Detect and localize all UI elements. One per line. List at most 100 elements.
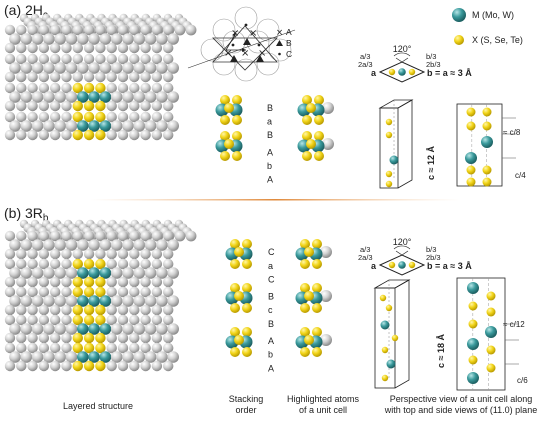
chalcogen-atom xyxy=(242,327,252,337)
metal-atom xyxy=(467,282,479,294)
lattice-atom xyxy=(38,248,50,260)
svg-text:×: × xyxy=(241,48,249,59)
lattice-atom xyxy=(83,71,95,83)
lattice-atom xyxy=(151,276,163,288)
chalcogen-atom xyxy=(72,286,84,298)
lattice-atom xyxy=(122,295,134,307)
lattice-atom xyxy=(140,129,151,141)
lattice-atom xyxy=(117,230,129,242)
side-cell-frame xyxy=(456,103,503,187)
lattice-atom xyxy=(122,351,134,363)
lattice-atom xyxy=(4,360,16,372)
site-circle xyxy=(234,58,258,82)
lattice-atom xyxy=(151,129,163,141)
stacking-letter: B xyxy=(268,291,274,301)
lattice-atom xyxy=(50,332,61,344)
lattice-atom xyxy=(4,53,16,65)
lattice-atom xyxy=(61,342,72,354)
lattice-atom xyxy=(20,33,33,45)
lattice-atom xyxy=(27,360,38,372)
lattice-atom xyxy=(144,62,157,74)
lattice-atom xyxy=(50,71,61,83)
lattice-atom xyxy=(163,111,174,123)
lattice-atom xyxy=(106,332,117,344)
angle-leg xyxy=(401,250,409,256)
lattice-atom xyxy=(117,100,129,112)
lattice-atom xyxy=(27,230,38,242)
lattice-atom xyxy=(122,267,134,279)
stacking-order-2h xyxy=(215,95,243,161)
stacking-letter: A xyxy=(267,148,273,158)
chalcogen-atom xyxy=(482,165,492,175)
angle-leg xyxy=(395,57,403,63)
chalcogen-atom xyxy=(72,360,84,372)
lattice-atom xyxy=(4,42,16,54)
lattice-atom xyxy=(77,62,89,74)
lattice-atom xyxy=(16,71,27,83)
lattice-atom xyxy=(31,91,44,103)
lattice-atom xyxy=(167,62,179,74)
lattice-atom xyxy=(163,82,174,94)
metal-atom xyxy=(77,120,89,132)
lattice-atom xyxy=(106,360,117,372)
lattice-atom xyxy=(38,71,50,83)
chalcogen-atom xyxy=(83,276,95,288)
cell-front-face xyxy=(379,107,399,189)
lattice-atom xyxy=(151,248,163,260)
lattice-atom xyxy=(110,62,123,74)
chalcogen-atom xyxy=(300,347,310,357)
lattice-atom xyxy=(144,91,157,103)
lattice-atom xyxy=(129,314,140,326)
site-circle xyxy=(200,38,224,62)
lattice-atom xyxy=(16,129,27,141)
lattice-atom xyxy=(163,342,174,354)
lattice-atom xyxy=(83,248,95,260)
lattice-atom xyxy=(61,100,72,112)
lattice-atom xyxy=(95,230,106,242)
lattice-atom xyxy=(16,82,27,94)
legend-chalcogen-label: X (S, Se, Te) xyxy=(472,35,523,45)
chalcogen-atom xyxy=(95,100,106,112)
lattice-atom xyxy=(129,24,140,36)
lattice-atom xyxy=(140,360,151,372)
chalcogen-atom xyxy=(468,355,478,365)
lattice-atom xyxy=(106,71,117,83)
lattice-atom xyxy=(156,239,168,251)
lattice-atom xyxy=(163,42,174,54)
caption-stacking-1: Stacking xyxy=(229,394,264,404)
lattice-atom xyxy=(151,24,163,36)
chalcogen-atom xyxy=(72,276,84,288)
lattice-2b3: 2b/3 xyxy=(426,253,441,262)
metal-atom xyxy=(77,323,89,335)
lattice-atom xyxy=(16,42,27,54)
lattice-atom xyxy=(129,286,140,298)
chalcogen-atom xyxy=(72,304,84,316)
lattice-atom xyxy=(320,334,332,346)
lattice-atom xyxy=(163,129,174,141)
lattice-atom xyxy=(43,323,55,335)
chalcogen-atom xyxy=(95,111,106,123)
svg-text:×: × xyxy=(224,48,232,59)
lattice-atom xyxy=(16,24,27,36)
lattice-atom xyxy=(61,360,72,372)
lattice-atom xyxy=(110,323,123,335)
chalcogen-atom xyxy=(300,259,310,269)
lattice-atom xyxy=(151,82,163,94)
metal-atom xyxy=(77,91,89,103)
chalcogen-atom xyxy=(242,259,252,269)
lattice-atom xyxy=(140,100,151,112)
lattice-atom xyxy=(50,129,61,141)
chalcogen-atom xyxy=(388,261,396,269)
chalcogen-atom xyxy=(234,247,244,257)
stacking-letter: b xyxy=(268,350,273,360)
lattice-atom xyxy=(50,304,61,316)
lattice-atom xyxy=(4,248,16,260)
lattice-atom xyxy=(117,129,129,141)
lattice-atom xyxy=(322,102,334,114)
metal-atom xyxy=(77,267,89,279)
chalcogen-atom xyxy=(486,291,496,301)
lattice-atom xyxy=(72,42,84,54)
cell-top-face xyxy=(373,279,411,289)
atom-legend: M (Mo, W) X (S, Se, Te) xyxy=(452,8,523,45)
